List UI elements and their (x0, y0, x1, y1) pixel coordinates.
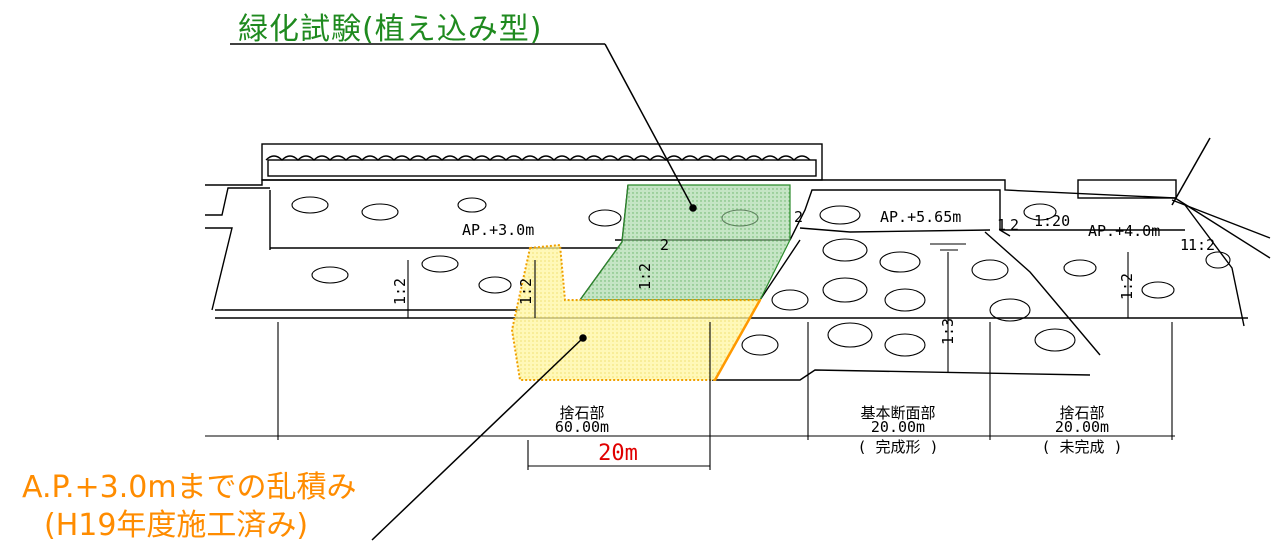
leader-lines (230, 43, 1211, 541)
slope-2-c: 2 (660, 236, 669, 254)
green-planting-texture (580, 185, 790, 300)
section-2-name: 基本断面部 (860, 404, 935, 422)
section-1-length: 60.00m (555, 418, 609, 436)
slope-1-b: 1 (1180, 236, 1189, 254)
section-1-name: 捨石部 (559, 404, 604, 422)
slope-1-a: 1 (997, 216, 1006, 234)
section-2-note: ( 完成形 ) (857, 438, 938, 456)
red-dimension-label: 20m (598, 441, 638, 466)
armor-rocks (291, 196, 1231, 357)
elevation-right: AP.+4.0m (1088, 222, 1160, 240)
orange-callout-line2: (H19年度施工済み) (44, 508, 309, 543)
slope-1-2-c: 1:2 (636, 263, 654, 290)
slope-1-2-b: 1:2 (517, 278, 535, 305)
orange-callout-line1: A.P.+3.0mまでの乱積み (22, 470, 357, 505)
slope-1-3: 1:3 (939, 318, 957, 345)
slope-2-b: 2 (1010, 216, 1019, 234)
slope-2-a: 2 (794, 208, 803, 226)
slope-1-20: 1:20 (1034, 212, 1070, 230)
section-3-name: 捨石部 (1059, 404, 1104, 422)
elevation-left: AP.+3.0m (462, 221, 534, 239)
green-title-callout: 緑化試験(植え込み型) (238, 12, 543, 47)
section-3-length: 20.00m (1055, 418, 1109, 436)
slope-1-2-a: 1:2 (391, 278, 409, 305)
section-3-note: ( 未完成 ) (1041, 438, 1122, 456)
slope-1-2-d: 1:2 (1118, 273, 1136, 300)
slope-1-2-right: 1:2 (1188, 236, 1215, 254)
elevation-center: AP.+5.65m (880, 208, 961, 226)
section-2-length: 20.00m (871, 418, 925, 436)
yellow-slope-edge (713, 299, 762, 381)
dimension-lines (205, 243, 1175, 470)
